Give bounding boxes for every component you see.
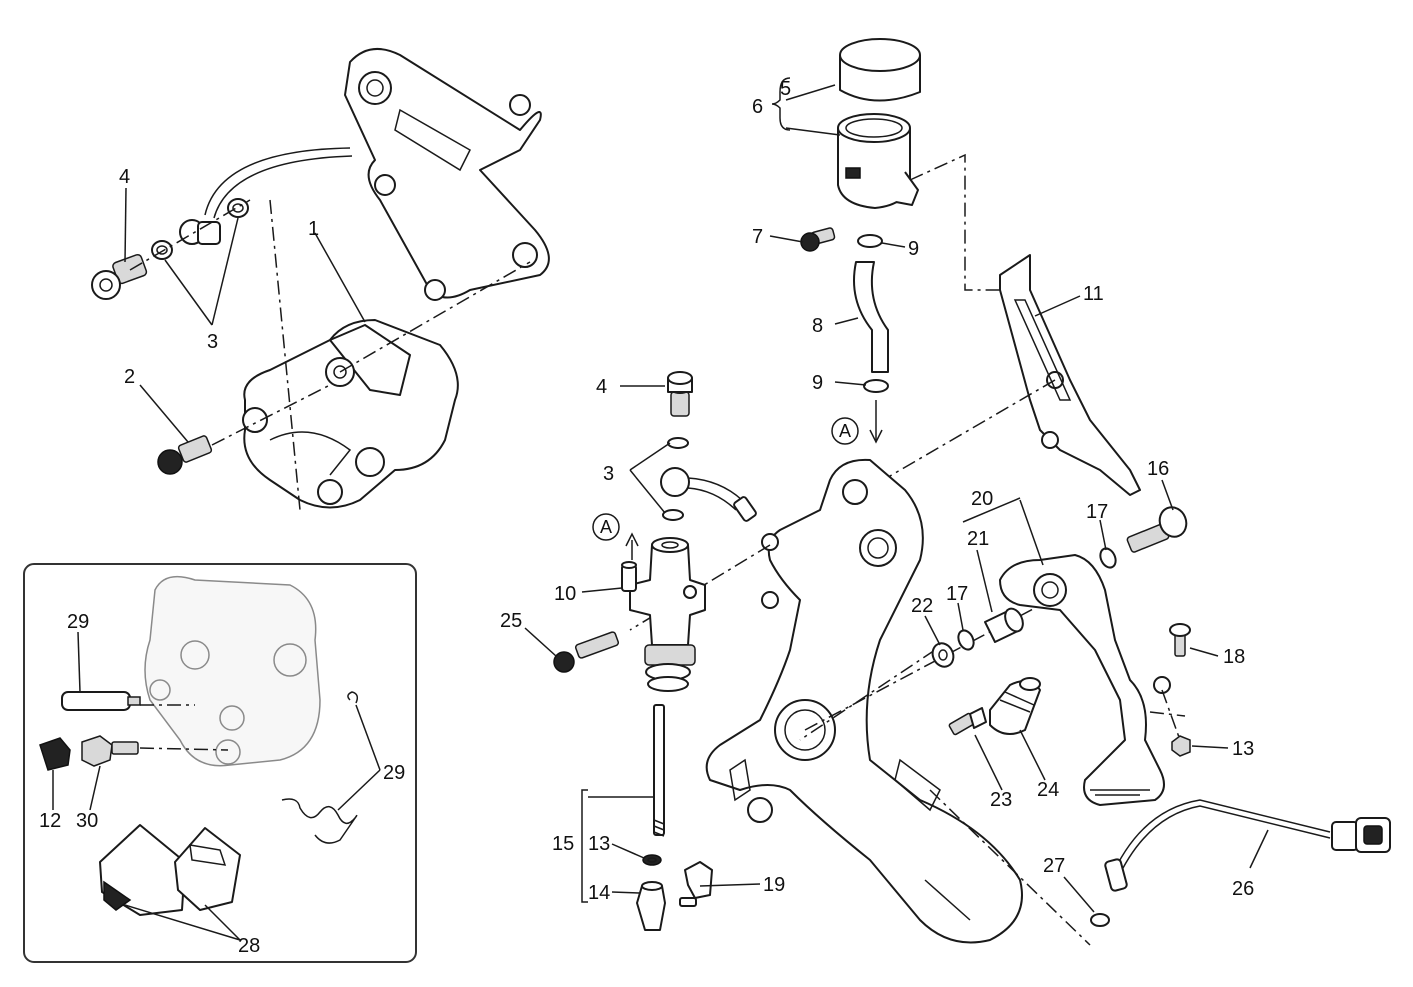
- hose-clip-upper: [857, 234, 883, 248]
- heel-guard-bracket: [999, 254, 1141, 496]
- callout-19: 19: [763, 874, 785, 896]
- bleed-valve: [81, 735, 139, 767]
- callout-29-pin: 29: [67, 611, 89, 633]
- brake-light-switch: [1104, 799, 1391, 892]
- sealing-washer-lower: [662, 509, 684, 521]
- hose-clip-lower: [863, 379, 889, 393]
- callout-5: 5: [780, 78, 791, 100]
- callout-1: 1: [308, 218, 319, 240]
- banjo-bolt-left: [91, 253, 148, 300]
- banjo-bolt-master: [667, 371, 693, 417]
- pin-r-clip: [347, 691, 359, 704]
- callout-11: 11: [1083, 283, 1104, 305]
- pedal-washer: [931, 642, 955, 668]
- callout-15: 15: [552, 833, 574, 855]
- callout-26: 26: [1232, 878, 1254, 900]
- callout-22: 22: [911, 595, 933, 617]
- brake-pad-front: [99, 824, 186, 916]
- callout-13-rod: 13: [588, 833, 610, 855]
- return-spring: [989, 677, 1041, 735]
- callout-10: 10: [554, 583, 576, 605]
- callout-4-center: 4: [596, 376, 607, 398]
- inset-caliper-ghost: [144, 575, 321, 767]
- callout-17-right: 17: [1086, 501, 1108, 523]
- pedal-nut: [1171, 735, 1191, 757]
- wave-washer-left: [957, 629, 975, 651]
- callout-3: 3: [207, 331, 218, 353]
- brake-pad-rear: [174, 827, 241, 911]
- clevis-pin-clip: [679, 861, 713, 907]
- callout-9-lower: 9: [812, 372, 823, 394]
- clevis: [636, 881, 666, 931]
- callout-8: 8: [812, 315, 823, 337]
- reference-marker-a-top: A: [831, 417, 859, 445]
- wave-washer-right: [1099, 547, 1117, 569]
- callout-7: 7: [752, 226, 763, 248]
- banjo-fitting-master: [660, 467, 757, 522]
- caliper-bracket: [344, 47, 550, 301]
- callout-13-pedal: 13: [1232, 738, 1254, 760]
- callout-20: 20: [971, 488, 993, 510]
- callout-4: 4: [119, 166, 130, 188]
- reservoir-cap: [839, 38, 921, 102]
- brake-pedal: [999, 554, 1171, 806]
- pedal-bushing: [984, 607, 1024, 643]
- master-cylinder-bolt: [553, 631, 620, 673]
- pad-pin: [61, 691, 141, 711]
- reservoir-body: [837, 113, 919, 209]
- spring-bolt: [948, 707, 987, 736]
- svg-text:A: A: [839, 421, 851, 441]
- reservoir-screw: [800, 227, 836, 252]
- caliper-bolt: [157, 435, 213, 475]
- callout-17-left: 17: [946, 583, 968, 605]
- sealing-washer-upper: [667, 437, 689, 449]
- master-cylinder-union: [621, 561, 637, 592]
- callout-21: 21: [967, 528, 989, 550]
- callout-30: 30: [76, 810, 98, 832]
- push-rod: [642, 704, 665, 866]
- callout-16: 16: [1147, 458, 1169, 480]
- reference-marker-a-bottom: A: [592, 513, 620, 541]
- rear-brake-hose: [204, 147, 351, 216]
- callout-12: 12: [39, 810, 61, 832]
- callout-24: 24: [1037, 779, 1059, 801]
- callout-9-upper: 9: [908, 238, 919, 260]
- rear-caliper: [242, 319, 459, 509]
- callout-29-clip: 29: [383, 762, 405, 784]
- pad-spring: [281, 798, 358, 844]
- bleed-cap: [39, 737, 71, 771]
- callout-14: 14: [588, 882, 610, 904]
- callout-6: 6: [752, 96, 763, 118]
- leader-lines: [52, 77, 1269, 941]
- reservoir-hose: [853, 261, 889, 373]
- master-cylinder: [629, 537, 706, 692]
- callout-23: 23: [990, 789, 1012, 811]
- callout-18: 18: [1223, 646, 1245, 668]
- callout-labels: 1 2 3 4 5 6 7 8 9 9 11 4 3 10 25 16 17 2…: [39, 78, 1254, 957]
- switch-washer: [1090, 913, 1110, 927]
- pedal-stop-screw: [1169, 623, 1191, 657]
- callout-27: 27: [1043, 855, 1065, 877]
- callout-28: 28: [238, 935, 260, 957]
- callout-3-center: 3: [603, 463, 614, 485]
- callout-25: 25: [500, 610, 522, 632]
- footrest-bracket-plate: [705, 458, 1023, 944]
- svg-text:A: A: [600, 517, 612, 537]
- pedal-pivot-bolt: [1126, 506, 1188, 553]
- callout-2: 2: [124, 366, 135, 388]
